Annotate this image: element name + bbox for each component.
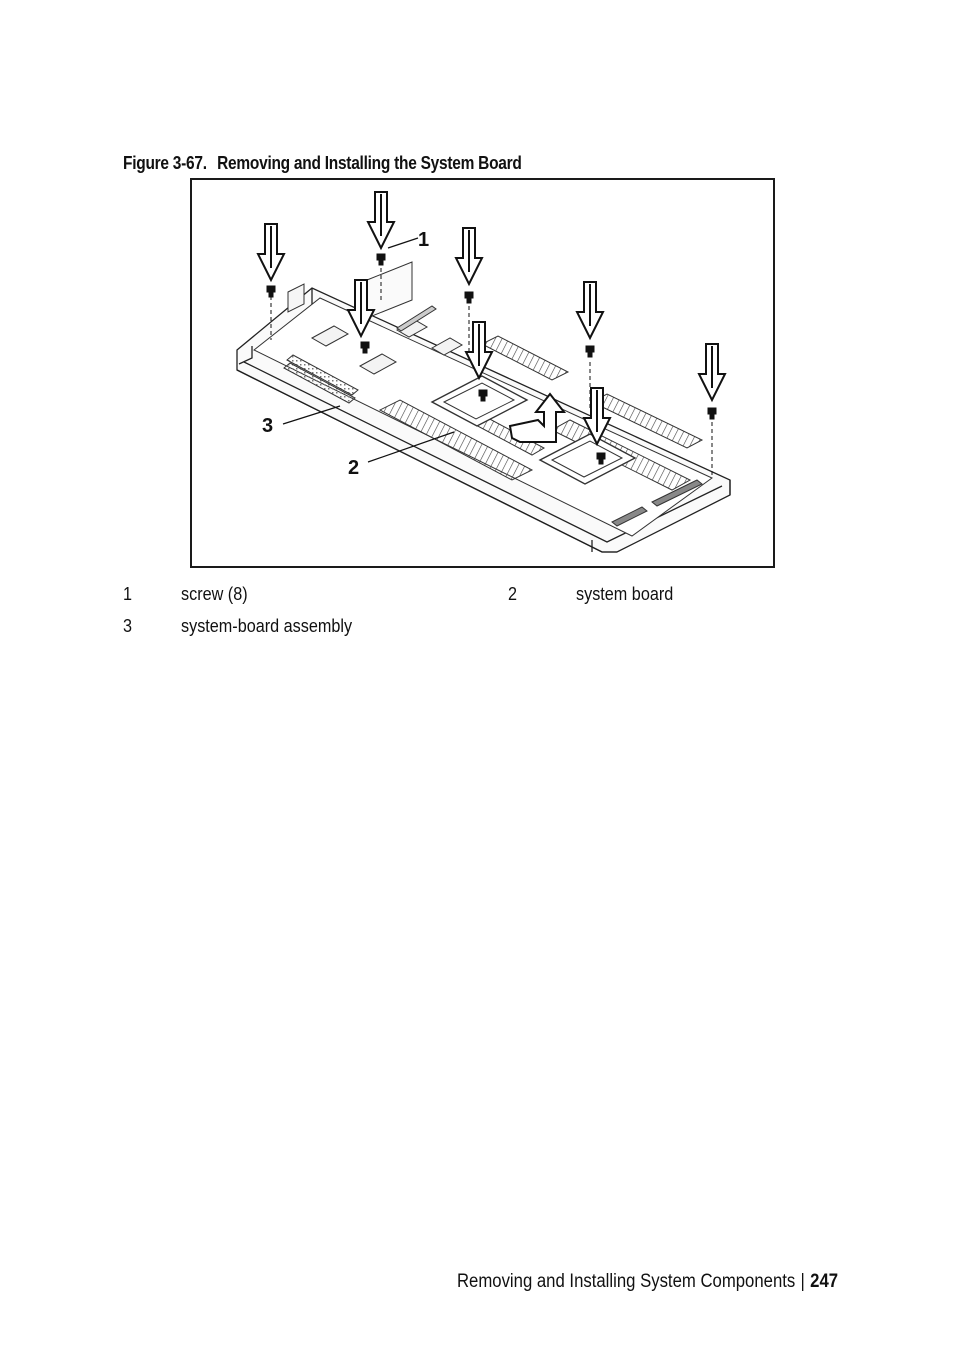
legend-number: 3	[123, 616, 133, 636]
callout-2: 2	[348, 457, 359, 479]
legend-label: screw (8)	[181, 584, 248, 604]
down-arrow-icon	[582, 387, 612, 447]
legend-label: system-board assembly	[181, 616, 353, 636]
board-surface	[253, 261, 713, 537]
down-arrow-icon	[366, 191, 396, 251]
callout-numbers: 1 2 3	[262, 229, 429, 479]
down-arrow-icon	[575, 281, 605, 341]
screw-4	[360, 341, 370, 354]
figure-number: Figure 3-67.	[123, 153, 207, 173]
screw-5	[585, 345, 595, 410]
footer-separator: |	[800, 1271, 805, 1292]
screw-8	[707, 407, 717, 476]
footer-section-title: Removing and Installing System Component…	[456, 1271, 796, 1292]
legend-label: system board	[576, 584, 674, 604]
callout-1: 1	[418, 229, 429, 251]
screw-6	[478, 389, 488, 402]
down-arrow-icon	[256, 223, 286, 283]
slide-lift-arrow-icon	[508, 392, 567, 443]
down-arrow-icon	[454, 227, 484, 287]
figure-title: Removing and Installing the System Board	[217, 153, 522, 173]
screw-7	[596, 452, 606, 465]
legend-row: 1 screw (8) 2 system board	[123, 584, 763, 616]
figure-illustration: 1 2 3	[190, 178, 775, 568]
screw-1	[266, 285, 276, 340]
page-footer: Removing and Installing System Component…	[457, 1271, 838, 1293]
figure-legend: 1 screw (8) 2 system board 3 system-boar…	[123, 584, 763, 648]
callout-3: 3	[262, 415, 273, 437]
legend-number: 2	[508, 584, 518, 604]
system-board-illustration: 1 2 3	[236, 191, 731, 553]
figure-caption: Figure 3-67. Removing and Installing the …	[123, 153, 522, 174]
screw-3	[464, 291, 474, 355]
down-arrow-icon	[697, 343, 727, 403]
down-arrows	[256, 191, 727, 447]
down-arrow-icon	[464, 321, 494, 381]
screws	[266, 253, 717, 476]
screw-2	[376, 253, 386, 300]
page-number: 247	[810, 1271, 838, 1292]
callout-leaders	[282, 237, 455, 463]
legend-row: 3 system-board assembly	[123, 616, 763, 648]
down-arrow-icon	[346, 279, 376, 339]
legend-number: 1	[123, 584, 133, 604]
